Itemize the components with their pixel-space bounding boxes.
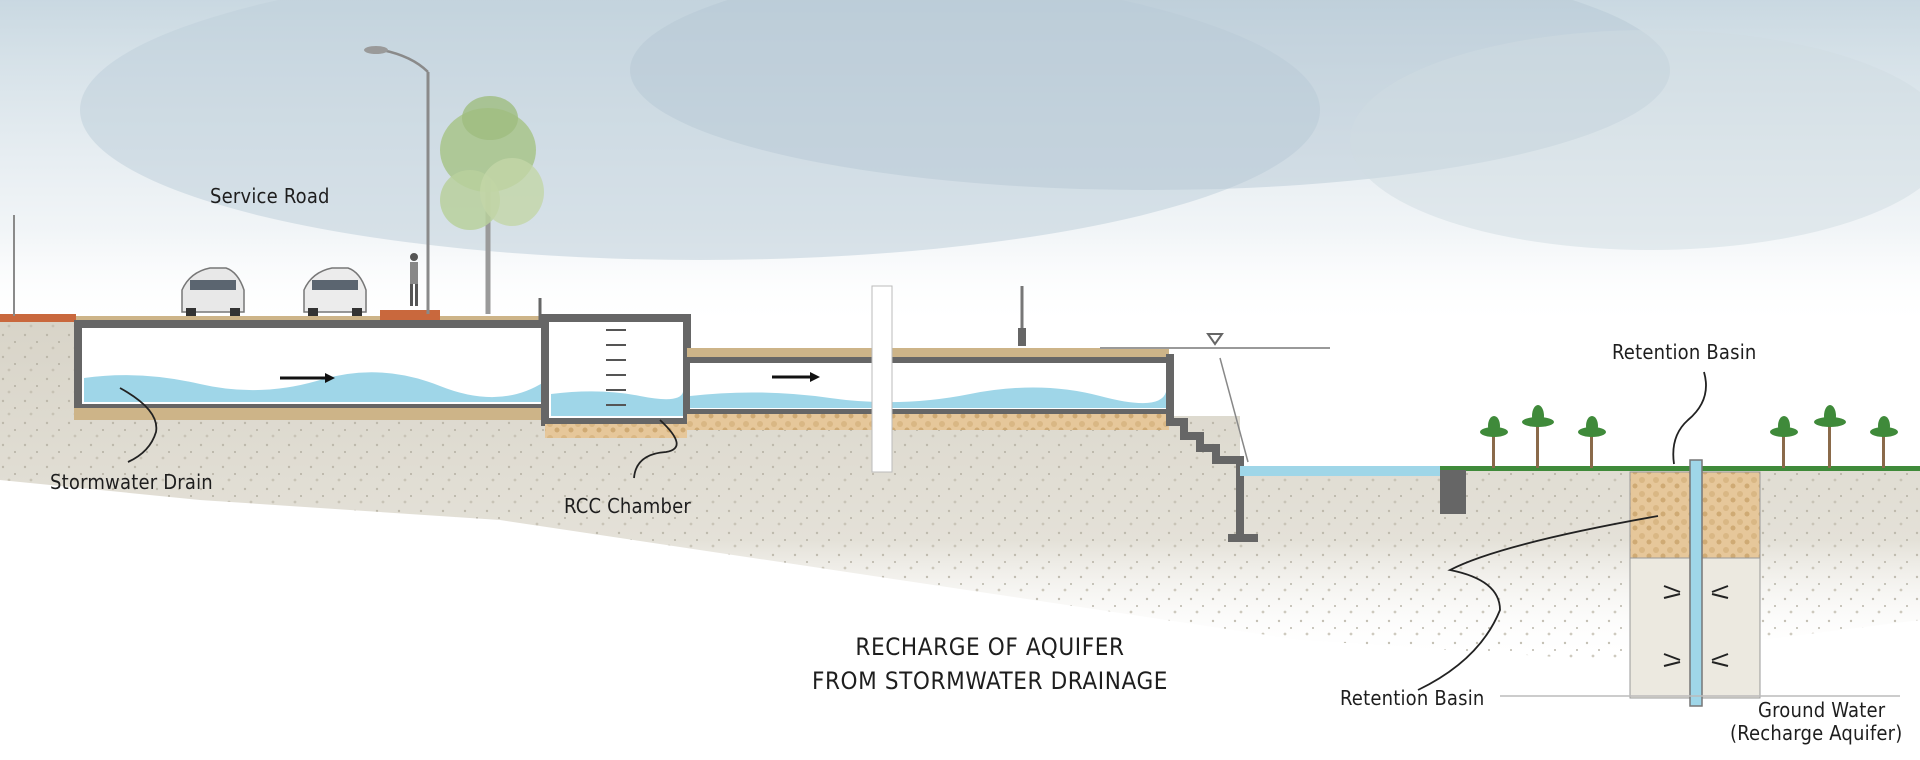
- recharge-well: [1500, 459, 1900, 707]
- leader-lines: [119, 371, 1707, 691]
- culvert: [684, 285, 1172, 473]
- rcc-chamber: [541, 314, 691, 438]
- car-icon: [303, 267, 367, 316]
- grass-strip: [1240, 466, 1920, 471]
- pedestrian-icon: [410, 253, 418, 306]
- palm-tree-icon: [1480, 405, 1898, 468]
- label-service-road: Service Road: [210, 184, 330, 208]
- label-ground-water: Ground Water: [1758, 698, 1886, 722]
- ground-soil: [0, 318, 1920, 660]
- stormwater-drain: [74, 320, 552, 420]
- tree-icon: [440, 96, 544, 322]
- title-line-2: FROM STORMWATER DRAINAGE: [811, 667, 1169, 695]
- label-retention-basin-bottom: Retention Basin: [1340, 686, 1485, 710]
- diagram-title: RECHARGE OF AQUIFER FROM STORMWATER DRAI…: [740, 630, 1240, 698]
- label-stormwater-drain: Stormwater Drain: [50, 470, 213, 494]
- label-retention-basin-top: Retention Basin: [1612, 340, 1757, 364]
- outfall-steps: [1100, 333, 1466, 542]
- label-recharge-aquifer: (Recharge Aquifer): [1730, 721, 1903, 745]
- title-line-1: RECHARGE OF AQUIFER: [855, 633, 1125, 661]
- car-icon: [181, 267, 245, 316]
- street-lamp-icon: [364, 46, 430, 314]
- label-rcc-chamber: RCC Chamber: [564, 494, 691, 518]
- sky: [0, 0, 1920, 330]
